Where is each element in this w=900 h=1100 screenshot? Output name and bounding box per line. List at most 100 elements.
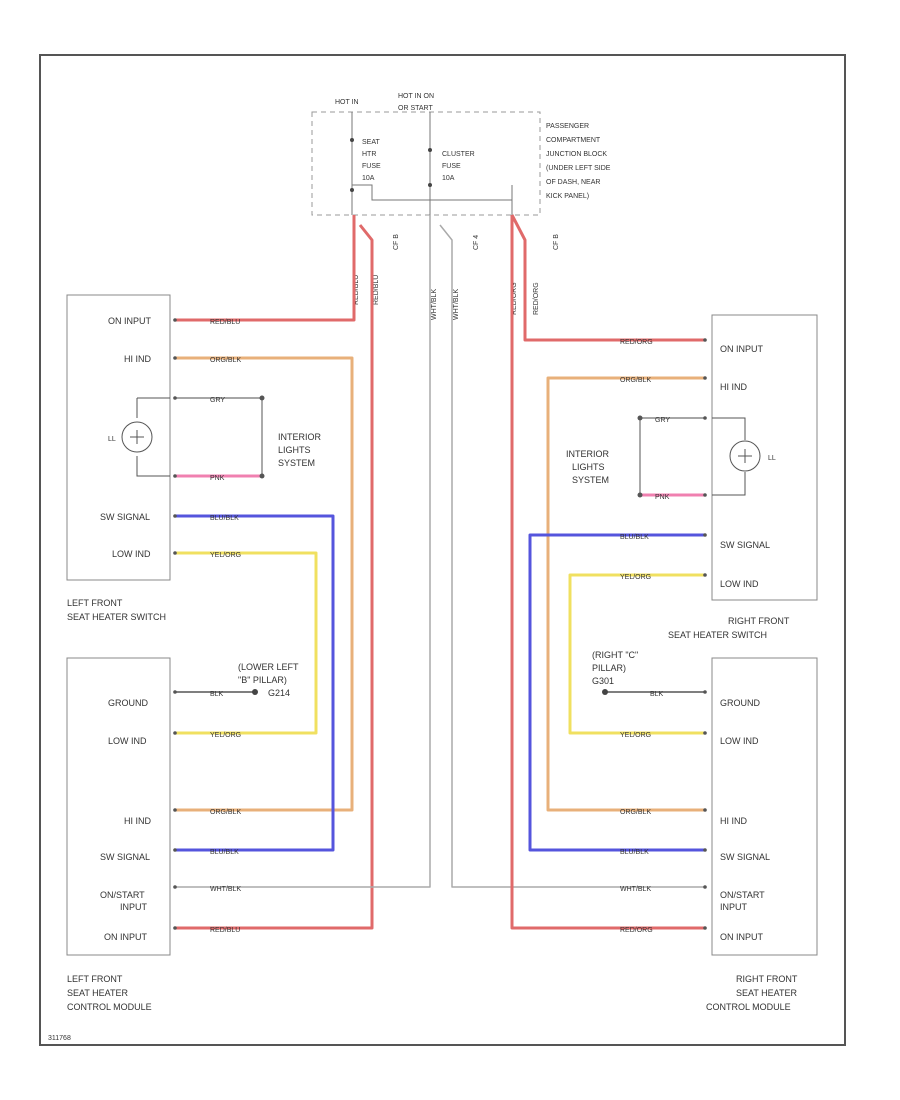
left-module-pin-hi-ind: HI IND: [124, 816, 152, 826]
right-switch-pin-hi-ind: HI IND: [720, 382, 748, 392]
vwire-label-1: RED/BLU: [353, 275, 360, 305]
seat-fuse-line-4: 10A: [362, 175, 375, 182]
right-mod-wire-orange: ORG/BLK: [620, 809, 651, 816]
right-mod-wire-white: WHT/BLK: [620, 886, 651, 893]
right-lamp-label: LL: [768, 455, 776, 462]
right-module-name-3: CONTROL MODULE: [706, 1002, 791, 1012]
conn-label-2: CF 4: [473, 235, 480, 250]
left-ground-icon: [252, 689, 258, 695]
left-module-name-2: SEAT HEATER: [67, 988, 129, 998]
right-seat-heater-control-module: GROUND LOW IND HI IND SW SIGNAL ON/START…: [592, 650, 818, 1012]
left-seat-heater-switch: ON INPUT HI IND SW SIGNAL LOW IND LL RED…: [66, 294, 241, 622]
right-wire-blue: BLU/BLK: [620, 534, 649, 541]
left-mod-wire-red: RED/BLU: [210, 927, 240, 934]
left-interior-lights-1: INTERIOR: [278, 432, 322, 442]
left-mod-wire-white: WHT/BLK: [210, 886, 241, 893]
right-module-pin-hi-ind: HI IND: [720, 816, 748, 826]
vwire-label-6: RED/ORG: [533, 282, 540, 315]
wire-right-orange: [546, 376, 705, 812]
junction-desc-3: JUNCTION BLOCK: [546, 151, 607, 158]
left-ground-1: (LOWER LEFT: [238, 662, 299, 672]
left-module-pin-on-input: ON INPUT: [104, 932, 148, 942]
right-wire-yellow: YEL/ORG: [620, 574, 651, 581]
vwire-label-4: WHT/BLK: [453, 289, 460, 320]
junction-desc-2: COMPARTMENT: [546, 137, 601, 144]
wire-left-blue: [175, 514, 335, 852]
junction-block: HOT IN HOT IN ON OR START SEAT HTR FUSE …: [311, 93, 611, 250]
wire-right-blue: [528, 533, 705, 852]
connector-markers: [173, 318, 707, 930]
right-wire-gray: GRY: [655, 417, 670, 424]
wires: [175, 214, 705, 930]
right-switch-pin-sw-signal: SW SIGNAL: [720, 540, 770, 550]
junction-desc-6: KICK PANEL): [546, 193, 589, 200]
left-switch-pin-hi-ind: HI IND: [124, 354, 152, 364]
left-switch-pin-sw-signal: SW SIGNAL: [100, 512, 150, 522]
right-mod-wire-blue: BLU/BLK: [620, 849, 649, 856]
hot-in-label: HOT IN: [335, 99, 359, 106]
vwire-label-2: RED/BLU: [373, 275, 380, 305]
left-wire-red: RED/BLU: [210, 319, 240, 326]
right-wire-red: RED/ORG: [620, 339, 653, 346]
figure-id: 311768: [48, 1035, 71, 1042]
right-seat-heater-switch: ON INPUT HI IND SW SIGNAL LOW IND LL RED…: [620, 314, 818, 640]
seat-fuse-line-2: HTR: [362, 151, 376, 158]
vwire-label-5: RED/ORG: [511, 282, 518, 315]
wire-left-white: [175, 215, 431, 888]
right-switch-pin-on-input: ON INPUT: [720, 344, 764, 354]
junction-desc-4: (UNDER LEFT SIDE: [546, 165, 611, 172]
left-module-pin-input: INPUT: [120, 902, 148, 912]
right-interior-lights-3: SYSTEM: [572, 475, 609, 485]
wire-left-red-switch: [175, 215, 356, 322]
seat-fuse-line-3: FUSE: [362, 163, 381, 170]
right-wire-orange: ORG/BLK: [620, 377, 651, 384]
right-interior-lights-2: LIGHTS: [572, 462, 605, 472]
right-module-pin-on-start: ON/START: [720, 890, 765, 900]
conn-label-1: CF B: [393, 234, 400, 250]
hot-in-run-label-2: OR START: [398, 105, 433, 112]
left-wire-blue: BLU/BLK: [210, 515, 239, 522]
left-seat-heater-control-module: GROUND LOW IND HI IND SW SIGNAL ON/START…: [66, 657, 299, 1012]
wire-left-yellow: [175, 551, 318, 735]
left-mod-wire-blk: BLK: [210, 691, 224, 698]
right-mod-wire-blk: BLK: [650, 691, 664, 698]
right-switch-pin-low-ind: LOW IND: [720, 579, 759, 589]
right-module-pin-sw-signal: SW SIGNAL: [720, 852, 770, 862]
left-module-pin-on-start: ON/START: [100, 890, 145, 900]
junction-desc-1: PASSENGER: [546, 123, 589, 130]
left-module-pin-sw-signal: SW SIGNAL: [100, 852, 150, 862]
conn-label-3: CF B: [553, 234, 560, 250]
left-ground-3: G214: [268, 688, 290, 698]
left-module-pin-low-ind: LOW IND: [108, 736, 147, 746]
left-module-pin-ground: GROUND: [108, 698, 148, 708]
wire-right-yellow: [568, 573, 705, 735]
right-switch-name-1: RIGHT FRONT: [728, 616, 790, 626]
right-module-name-2: SEAT HEATER: [736, 988, 798, 998]
left-switch-name-1: LEFT FRONT: [67, 598, 123, 608]
left-interior-lights-2: LIGHTS: [278, 445, 311, 455]
right-wire-pink: PNK: [655, 494, 670, 501]
left-switch-name-2: SEAT HEATER SWITCH: [67, 612, 166, 622]
right-ground-3: G301: [592, 676, 614, 686]
right-mod-wire-red: RED/ORG: [620, 927, 653, 934]
left-mod-wire-orange: ORG/BLK: [210, 809, 241, 816]
left-lamp-icon: [121, 421, 153, 453]
right-ground-1: (RIGHT "C": [592, 650, 638, 660]
seat-fuse-line-1: SEAT: [362, 139, 380, 146]
left-module-name-3: CONTROL MODULE: [67, 1002, 152, 1012]
right-module-pin-input: INPUT: [720, 902, 748, 912]
left-wire-pink: PNK: [210, 475, 225, 482]
left-wire-yellow: YEL/ORG: [210, 552, 241, 559]
hot-in-run-label: HOT IN ON: [398, 93, 434, 100]
right-mod-wire-yellow: YEL/ORG: [620, 732, 651, 739]
vwire-label-3: WHT/BLK: [431, 289, 438, 320]
right-module-pin-on-input: ON INPUT: [720, 932, 764, 942]
cluster-fuse-line-1: CLUSTER: [442, 151, 475, 158]
right-interior-lights-1: INTERIOR: [566, 449, 610, 459]
left-ground-2: "B" PILLAR): [238, 675, 287, 685]
wire-right-white: [439, 224, 705, 888]
wire-left-orange: [175, 356, 354, 812]
left-switch-pin-on-input: ON INPUT: [108, 316, 152, 326]
right-module-pin-ground: GROUND: [720, 698, 760, 708]
